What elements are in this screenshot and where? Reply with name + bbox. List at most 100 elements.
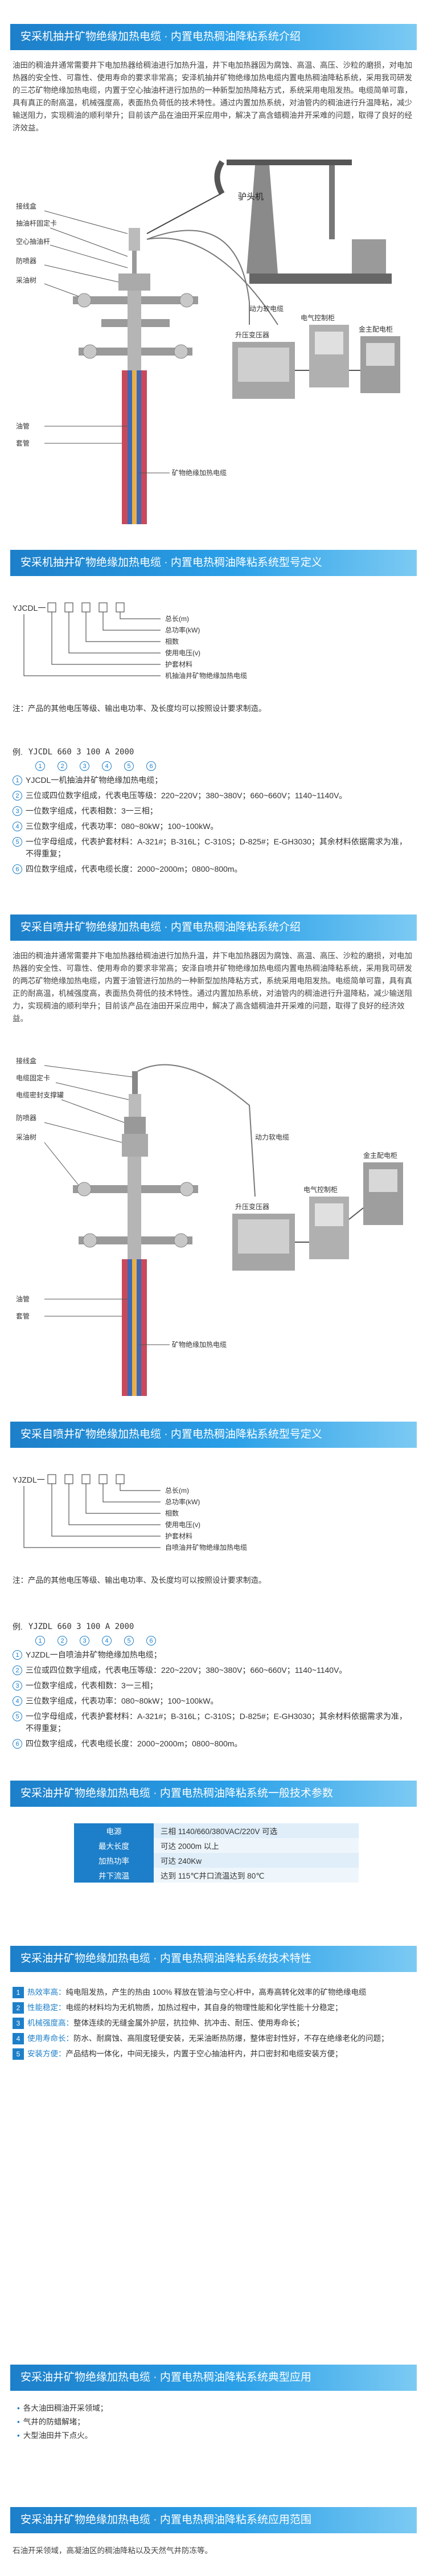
section-title-3: 安采自喷井矿物绝缘加热电缆 · 内置电热稠油降粘系统介绍 xyxy=(10,915,417,941)
table-row: 井下流温达到 115℃井口流温达到 80℃ xyxy=(74,1868,359,1883)
field-phase-2: 相数 xyxy=(165,1509,179,1517)
model-code-2: YJZDL一 xyxy=(13,1475,45,1484)
bop-label-2: 防喷器 xyxy=(16,1113,36,1122)
model-code-diagram-1: YJCDL一 总长(m) 总功率(kW) 相数 使用电压(v) 护套材料 机抽油… xyxy=(13,602,247,680)
power-cable-label-2: 动力软电缆 xyxy=(255,1133,289,1141)
christmas-tree-label: 采油树 xyxy=(16,276,36,284)
junction-box-label: 接线盒 xyxy=(16,202,36,210)
example-num-2: 2 xyxy=(58,761,67,771)
example-num-3: 3 xyxy=(80,761,89,771)
heating-cable-label: 矿物绝缘加热电缆 xyxy=(172,468,227,477)
table-row: 最大长度可达 2000m 以上 xyxy=(74,1838,359,1853)
example-num-4: 4 xyxy=(102,761,112,771)
pump-well-illustration: 驴头机 接线盒 抽油杆固定卡 空心抽油杆 防喷器 采油树 动力软电缆 升压变压器… xyxy=(16,160,400,524)
control-cabinet-label-2: 电气控制柜 xyxy=(303,1185,338,1194)
field-product: 机抽油井矿物绝缘加热电缆 xyxy=(165,671,247,680)
pumpjack-label: 驴头机 xyxy=(238,192,264,202)
flowing-well-diagram: 接线盒 电缆固定卡 电缆密封支撑罐 防喷器 采油树 动力软电缆 升压变压器 电气… xyxy=(10,1048,417,1402)
field-voltage: 使用电压(v) xyxy=(165,648,200,657)
field-phase: 相数 xyxy=(165,637,179,646)
distribution-cabinet-label-2: 金主配电柜 xyxy=(363,1151,397,1160)
hollow-rod-label: 空心抽油杆 xyxy=(16,238,50,246)
example2-num-6: 6 xyxy=(146,1636,156,1646)
control-cabinet-label: 电气控制柜 xyxy=(301,313,335,322)
example-num-5: 5 xyxy=(124,761,134,771)
example-code-1: YJCDL 660 3 100 A 2000 xyxy=(28,748,134,757)
junction-box-label-2: 接线盒 xyxy=(16,1056,36,1065)
example-num-6: 6 xyxy=(146,761,156,771)
bop-label: 防喷器 xyxy=(16,256,36,265)
heating-cable-label-2: 矿物绝缘加热电缆 xyxy=(172,1340,227,1349)
field-voltage-2: 使用电压(v) xyxy=(165,1520,200,1529)
model-definition-1: YJCDL一 总长(m) 总功率(kW) 相数 使用电压(v) 护套材料 机抽油… xyxy=(13,598,414,695)
example2-num-5: 5 xyxy=(124,1636,134,1646)
field-power-2: 总功率(kW) xyxy=(165,1497,200,1506)
scope-paragraph: 石油开采领域，高凝油区的稠油降粘以及天然气井防冻等。 xyxy=(13,2546,212,2555)
section-title-6: 安采油井矿物绝缘加热电缆 · 内置电热稠油降粘系统技术特性 xyxy=(10,1946,417,1972)
section-title-2: 安采机抽井矿物绝缘加热电缆 · 内置电热稠油降粘系统型号定义 xyxy=(10,550,417,576)
tubing-label: 油管 xyxy=(16,422,30,430)
section-title-8: 安采油井矿物绝缘加热电缆 · 内置电热稠油降粘系统应用范围 xyxy=(10,2507,417,2533)
params-table: 电源三相 1140/660/380VAC/220V 可选 最大长度可达 2000… xyxy=(74,1823,359,1883)
example2-num-1: 1 xyxy=(35,1636,45,1646)
field-length-2: 总长(m) xyxy=(165,1487,189,1495)
applications-list: 各大油田稠油开采领域； 气井的防蜡解堵； 大型油田井下点火。 xyxy=(17,2402,410,2443)
power-cable-label: 动力软电缆 xyxy=(249,305,284,313)
field-power: 总功率(kW) xyxy=(165,626,200,634)
model-code-diagram-2: YJZDL一 总长(m) 总功率(kW) 相数 使用电压(v) 护套材料 自喷油… xyxy=(13,1474,247,1552)
table-row: 电源三相 1140/660/380VAC/220V 可选 xyxy=(74,1823,359,1838)
example2-num-3: 3 xyxy=(80,1636,89,1646)
cable-clamp-label: 电缆固定卡 xyxy=(16,1073,50,1082)
field-length: 总长(m) xyxy=(165,615,189,623)
example-num-1: 1 xyxy=(35,761,45,771)
flowing-well-illustration: 接线盒 电缆固定卡 电缆密封支撑罐 防喷器 采油树 动力软电缆 升压变压器 电气… xyxy=(16,1056,403,1396)
example-label-2: 例. xyxy=(13,1622,23,1631)
example-number-row-1: 1 2 3 4 5 6 xyxy=(35,760,414,771)
example-number-row-2: 1 2 3 4 5 6 xyxy=(35,1635,414,1646)
casing-label-2: 套管 xyxy=(16,1312,30,1320)
pump-well-diagram: 驴头机 接线盒 抽油杆固定卡 空心抽油杆 防喷器 采油树 动力软电缆 升压变压器… xyxy=(10,154,417,530)
list-item: 气井的防蜡解堵； xyxy=(17,2415,410,2429)
table-row: 加热功率可达 240Kw xyxy=(74,1853,359,1868)
model-code-1: YJCDL一 xyxy=(13,603,46,613)
example2-num-4: 4 xyxy=(102,1636,112,1646)
example-code-2: YJZDL 660 3 100 A 2000 xyxy=(28,1622,134,1631)
intro-paragraph-1: 油田的稠油井通常需要井下电加热器给稠油进行加热升温，井下电加热器因为腐蚀、高温、… xyxy=(13,61,412,132)
casing-label: 套管 xyxy=(16,439,30,447)
section-title-4: 安采自喷井矿物绝缘加热电缆 · 内置电热稠油降粘系统型号定义 xyxy=(10,1422,417,1448)
list-item: 各大油田稠油开采领域； xyxy=(17,2402,410,2415)
section-title-1: 安采机抽井矿物绝缘加热电缆 · 内置电热稠油降粘系统介绍 xyxy=(10,24,417,50)
christmas-tree-label-2: 采油树 xyxy=(16,1133,36,1141)
transformer-label: 升压变压器 xyxy=(235,330,269,339)
section-title-7: 安采油井矿物绝缘加热电缆 · 内置电热稠油降粘系统典型应用 xyxy=(10,2365,417,2391)
seal-support-label: 电缆密封支撑罐 xyxy=(16,1091,64,1099)
intro-paragraph-2: 油田的稠油井通常需要井下电加热器给稠油进行加热升温，井下电加热器因为腐蚀、高温、… xyxy=(13,952,412,1023)
rod-clamp-label: 抽油杆固定卡 xyxy=(16,219,57,227)
model-definition-2: YJZDL一 总长(m) 总功率(kW) 相数 使用电压(v) 护套材料 自喷油… xyxy=(13,1470,414,1567)
model-note-1: 注：产品的其他电压等级、输出电功率、及长度均可以按照设计要求制造。 xyxy=(13,704,266,713)
field-sheath-2: 护套材料 xyxy=(165,1532,192,1540)
field-product-2: 自喷油井矿物绝缘加热电缆 xyxy=(165,1543,247,1552)
example-label-1: 例. xyxy=(13,748,23,757)
example2-num-2: 2 xyxy=(58,1636,67,1646)
distribution-cabinet-label: 金主配电柜 xyxy=(359,325,393,333)
